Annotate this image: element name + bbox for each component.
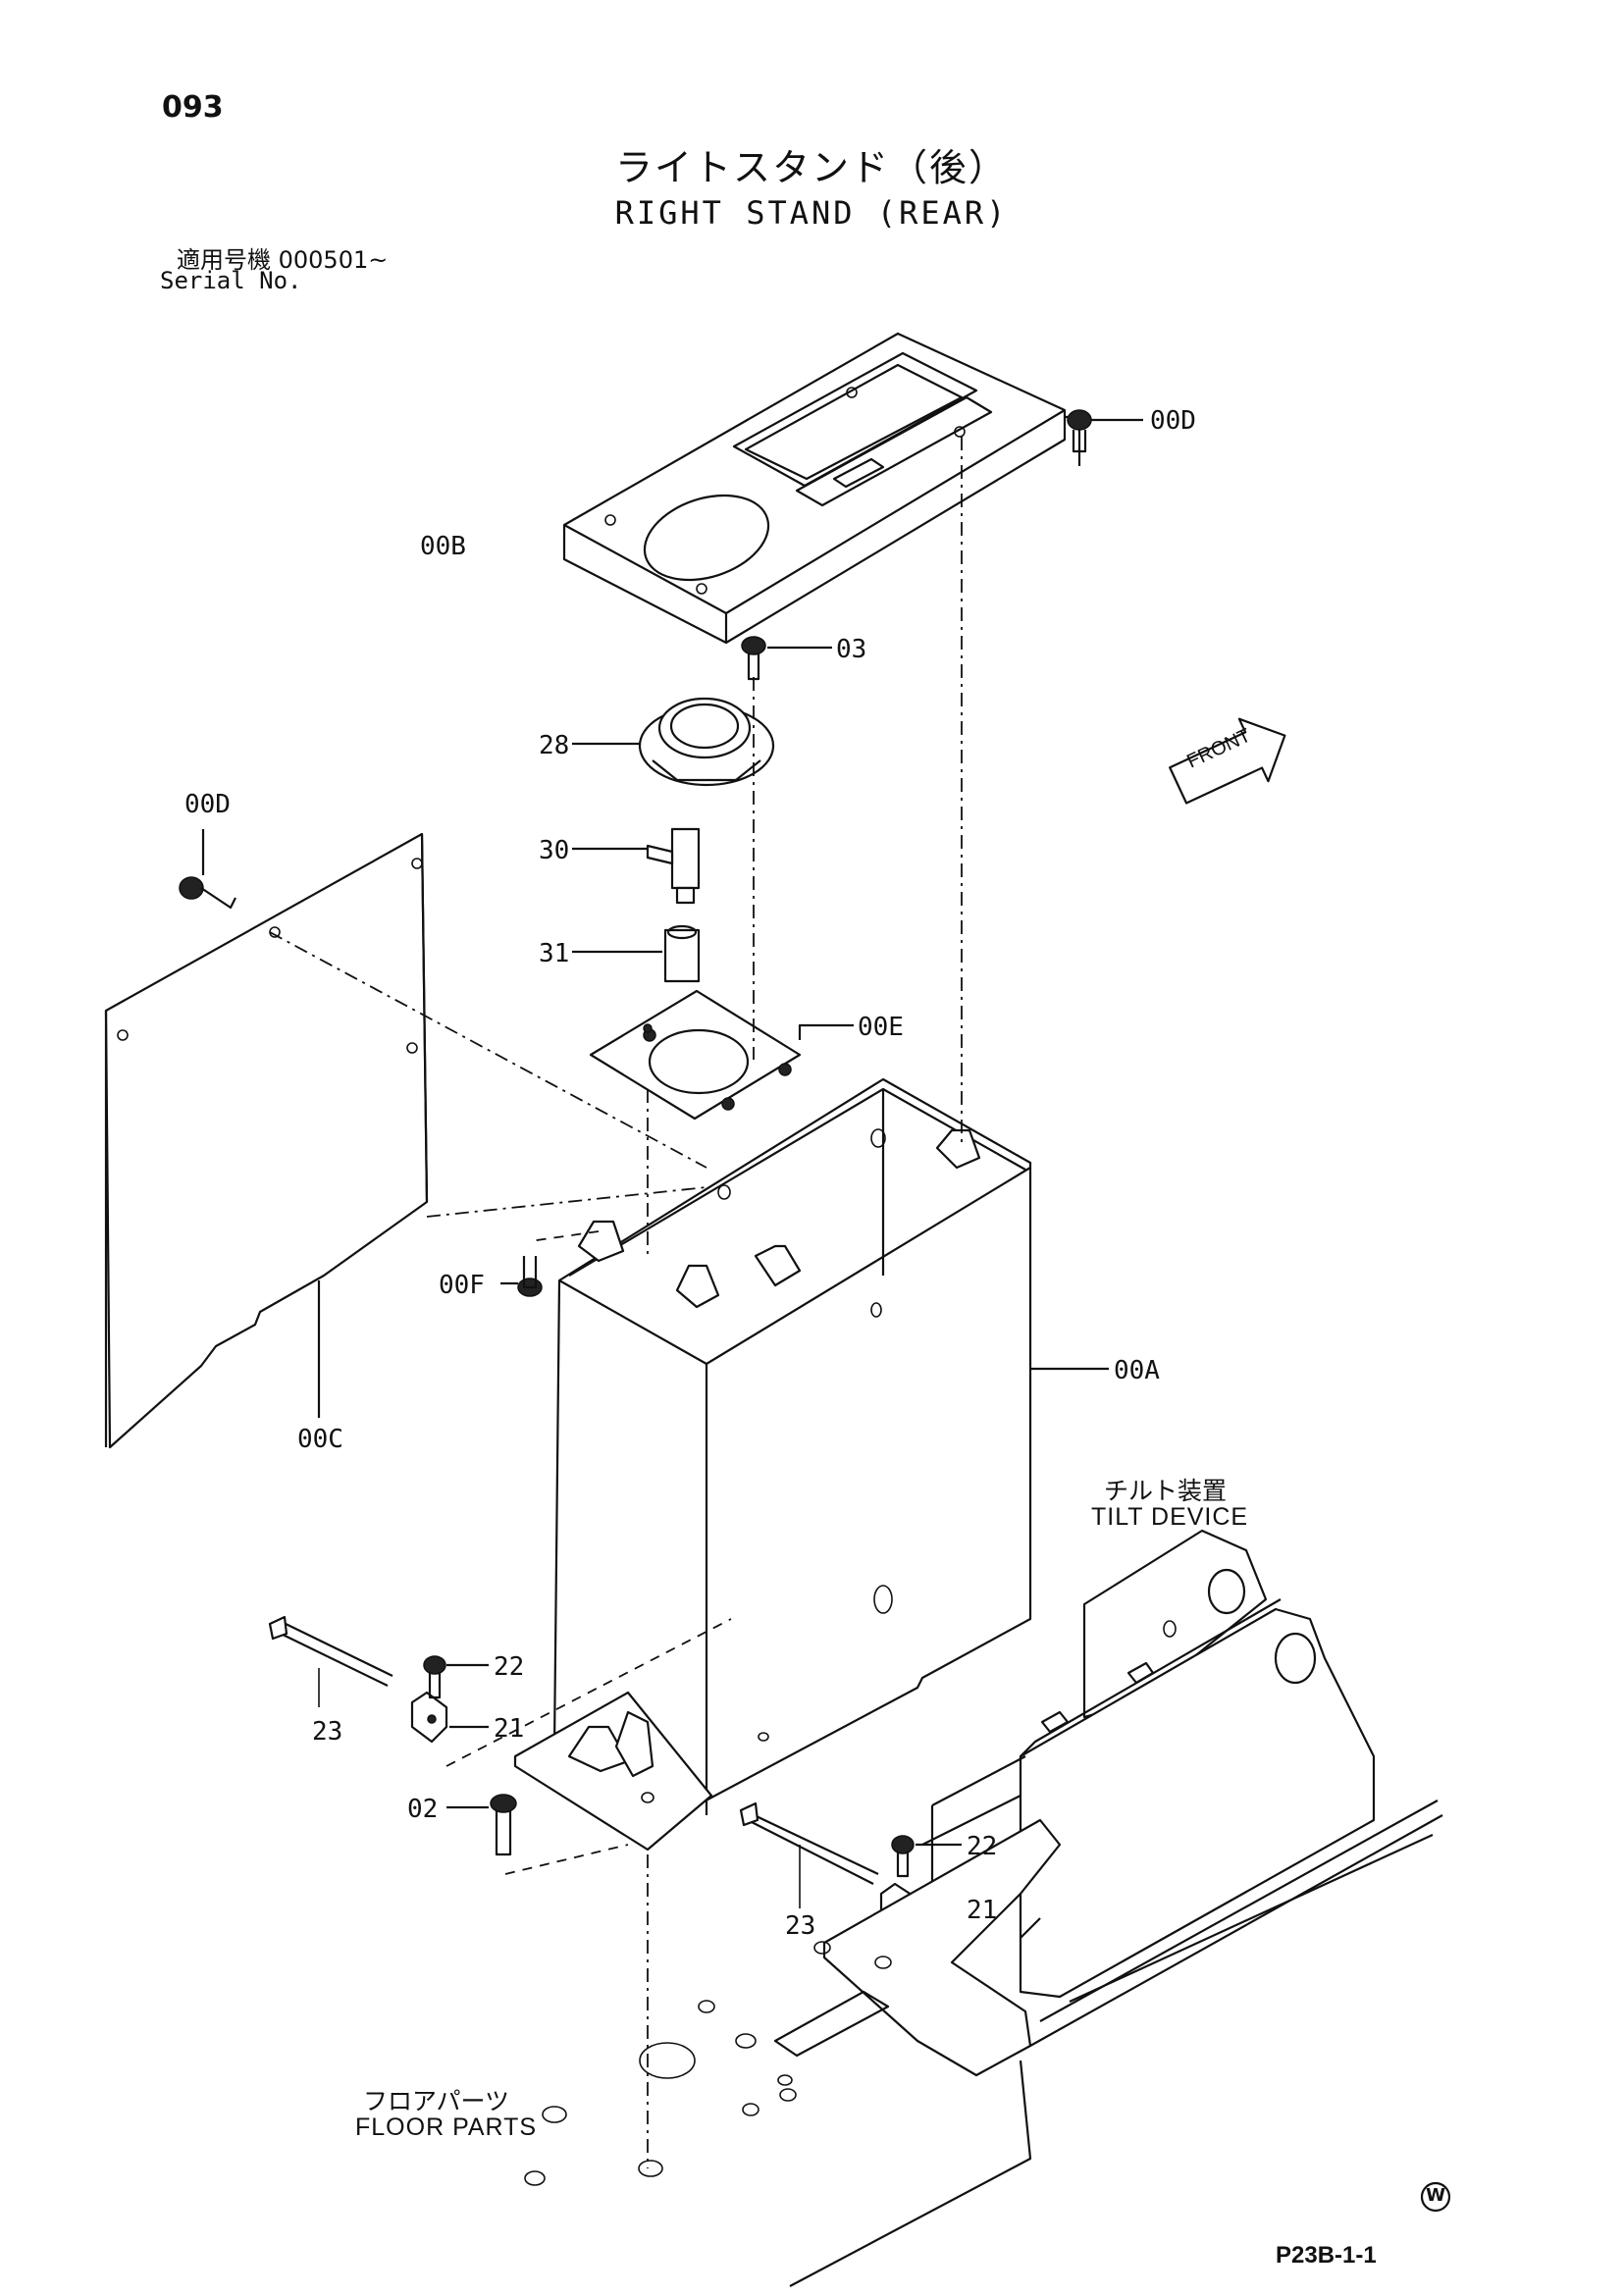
label-23-right: 23 <box>785 1911 816 1941</box>
screw-00D-top <box>1067 409 1092 453</box>
label-21-right: 21 <box>967 1896 998 1925</box>
side-cover-00C <box>104 832 429 1449</box>
floor-parts-label-english: FLOOR PARTS <box>355 2113 538 2141</box>
title-english: RIGHT STAND (REAR) <box>614 194 1009 232</box>
top-cover-00B <box>562 332 1067 645</box>
screw-03 <box>741 636 766 681</box>
cable-tie-23-left <box>268 1615 393 1687</box>
page-number: 093 <box>162 90 224 125</box>
title-japanese: ライトスタンド（後） <box>614 146 1008 189</box>
label-00C: 00C <box>297 1425 343 1454</box>
label-21-left: 21 <box>494 1714 525 1744</box>
tilt-device <box>921 1529 1376 1999</box>
screw-22-right <box>891 1835 915 1878</box>
label-28: 28 <box>539 731 570 760</box>
label-23-left: 23 <box>312 1717 343 1747</box>
tilt-device-label-japanese: チルト装置 <box>1104 1477 1228 1505</box>
nut-31 <box>663 924 701 983</box>
clip-21-left <box>410 1691 448 1744</box>
label-02: 02 <box>407 1795 439 1824</box>
fitting-30 <box>646 827 701 905</box>
label-00D-left: 00D <box>184 790 231 819</box>
page-code: P23B-1-1 <box>1276 2242 1377 2269</box>
label-30: 30 <box>539 836 570 865</box>
floor-parts-label-japanese: フロアパーツ <box>363 2087 510 2115</box>
label-31: 31 <box>539 939 570 968</box>
serial-label-english: Serial No. <box>160 267 302 294</box>
cable-tie-23-right <box>739 1801 879 1885</box>
label-03: 03 <box>836 635 867 664</box>
label-00E: 00E <box>858 1013 904 1042</box>
tilt-device-label-english: TILT DEVICE <box>1091 1503 1249 1531</box>
gauge-28 <box>638 697 775 787</box>
w-mark-label: W <box>1426 2185 1445 2206</box>
serial-label-japanese: 適用号機 000501~ <box>177 246 389 274</box>
label-00A: 00A <box>1114 1356 1160 1385</box>
label-00F: 00F <box>439 1271 485 1300</box>
screw-00D-left <box>179 876 236 910</box>
plate-00E <box>589 989 802 1121</box>
bolt-02 <box>490 1794 517 1856</box>
w-mark <box>1420 2181 1451 2213</box>
label-00D-top: 00D <box>1150 406 1196 436</box>
screw-00F <box>517 1256 543 1297</box>
label-22-right: 22 <box>967 1832 998 1861</box>
screw-22-left <box>423 1655 446 1699</box>
floor-parts <box>524 1800 1443 2287</box>
box-base-plate <box>513 1691 713 1852</box>
label-22-left: 22 <box>494 1652 525 1682</box>
front-arrow <box>1169 717 1286 805</box>
label-00B: 00B <box>420 532 466 561</box>
